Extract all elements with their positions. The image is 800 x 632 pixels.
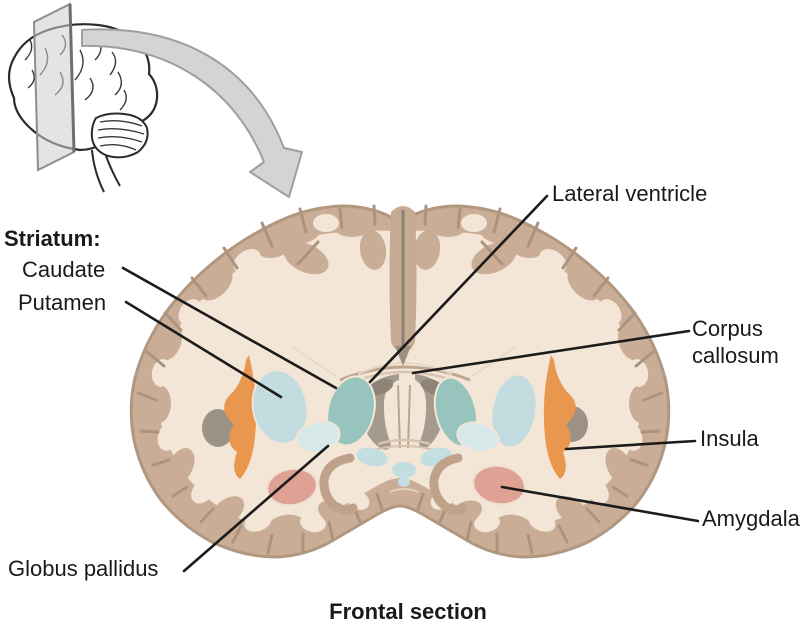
inset-cerebellum-folia [97,119,145,151]
striatum-heading: Striatum: [4,226,101,251]
corpus-callosum-label: Corpus callosum [692,316,779,368]
lateral-ventricle-leader-line [368,194,549,384]
coronal-section [129,204,671,559]
caudate-label: Caudate [22,257,106,282]
temporal-curls [319,453,468,515]
putamen-region-right [490,373,538,449]
amygdala-region-left [266,467,318,507]
amygdala-label: Amygdala [702,506,800,531]
globus-pallidus-leader-line [182,444,330,573]
cutting-plane-edge [68,3,76,153]
third-ventricle [397,384,411,449]
inset-cerebellum [90,112,149,159]
ventricle-shadow-left [368,378,394,396]
globus-pallidus-region-right [456,421,500,453]
lateral-ventricle-label: Lateral ventricle [552,181,708,206]
insula-region-left [224,355,257,479]
figure-caption: Frontal section [329,599,487,624]
putamen-label: Putamen [18,290,107,315]
lateral-sulcus-left [202,409,234,447]
inset-brainstem [91,149,121,193]
insula-leader-line [564,439,697,451]
brain-inset-lateral-view [7,2,159,193]
leader-lines [121,194,700,573]
section-arrow [81,28,303,198]
cutting-plane [32,2,76,172]
putamen-leader-line [124,300,283,399]
amygdala-leader-line [500,485,700,523]
corpus-callosum-leader-line [411,329,691,375]
amygdala-region-right [472,464,526,506]
globus-pallidus-label: Globus pallidus [8,556,159,581]
insula-label: Insula [700,426,759,451]
caudate-leader-line [121,266,338,390]
insula-region-right [543,355,576,479]
